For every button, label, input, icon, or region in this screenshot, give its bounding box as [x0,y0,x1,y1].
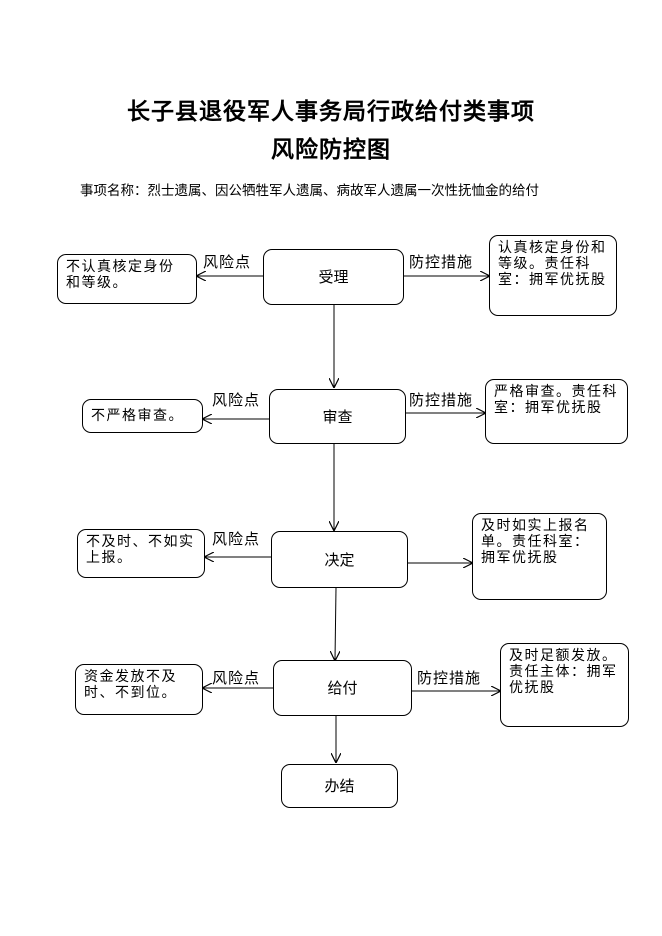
risk-label-3: 风险点 [212,530,261,548]
control-box-payment: 及时足额发放。责任主体：拥军优抚股 [500,643,629,727]
control-label-4: 防控措施 [417,669,482,687]
control-box-acceptance: 认真核定身份和等级。责任科室：拥军优抚股 [489,235,617,316]
control-box-review: 严格审查。责任科室：拥军优抚股 [485,379,628,444]
risk-box-payment: 资金发放不及时、不到位。 [75,664,203,715]
risk-label-4: 风险点 [212,669,261,687]
flow-arrow-3 [335,587,336,660]
item-name: 事项名称：烈士遗属、因公牺牲军人遗属、病故军人遗属一次性抚恤金的给付 [80,183,539,199]
page-subtitle: 风险防控图 [271,136,391,163]
risk-label-1: 风险点 [203,253,252,271]
risk-box-acceptance: 不认真核定身份和等级。 [57,254,197,304]
risk-box-review: 不严格审查。 [82,399,203,433]
control-label-1: 防控措施 [409,253,474,271]
control-box-decision: 及时如实上报名单。责任科室：拥军优抚股 [472,513,607,600]
step-payment: 给付 [273,660,412,716]
risk-box-decision: 不及时、不如实上报。 [77,529,205,578]
step-review: 审查 [269,389,406,444]
risk-label-2: 风险点 [212,391,261,409]
page-title: 长子县退役军人事务局行政给付类事项 [127,98,535,125]
control-label-2: 防控措施 [409,391,474,409]
step-acceptance: 受理 [263,249,404,305]
step-decision: 决定 [271,531,408,588]
step-completion: 办结 [281,764,398,808]
